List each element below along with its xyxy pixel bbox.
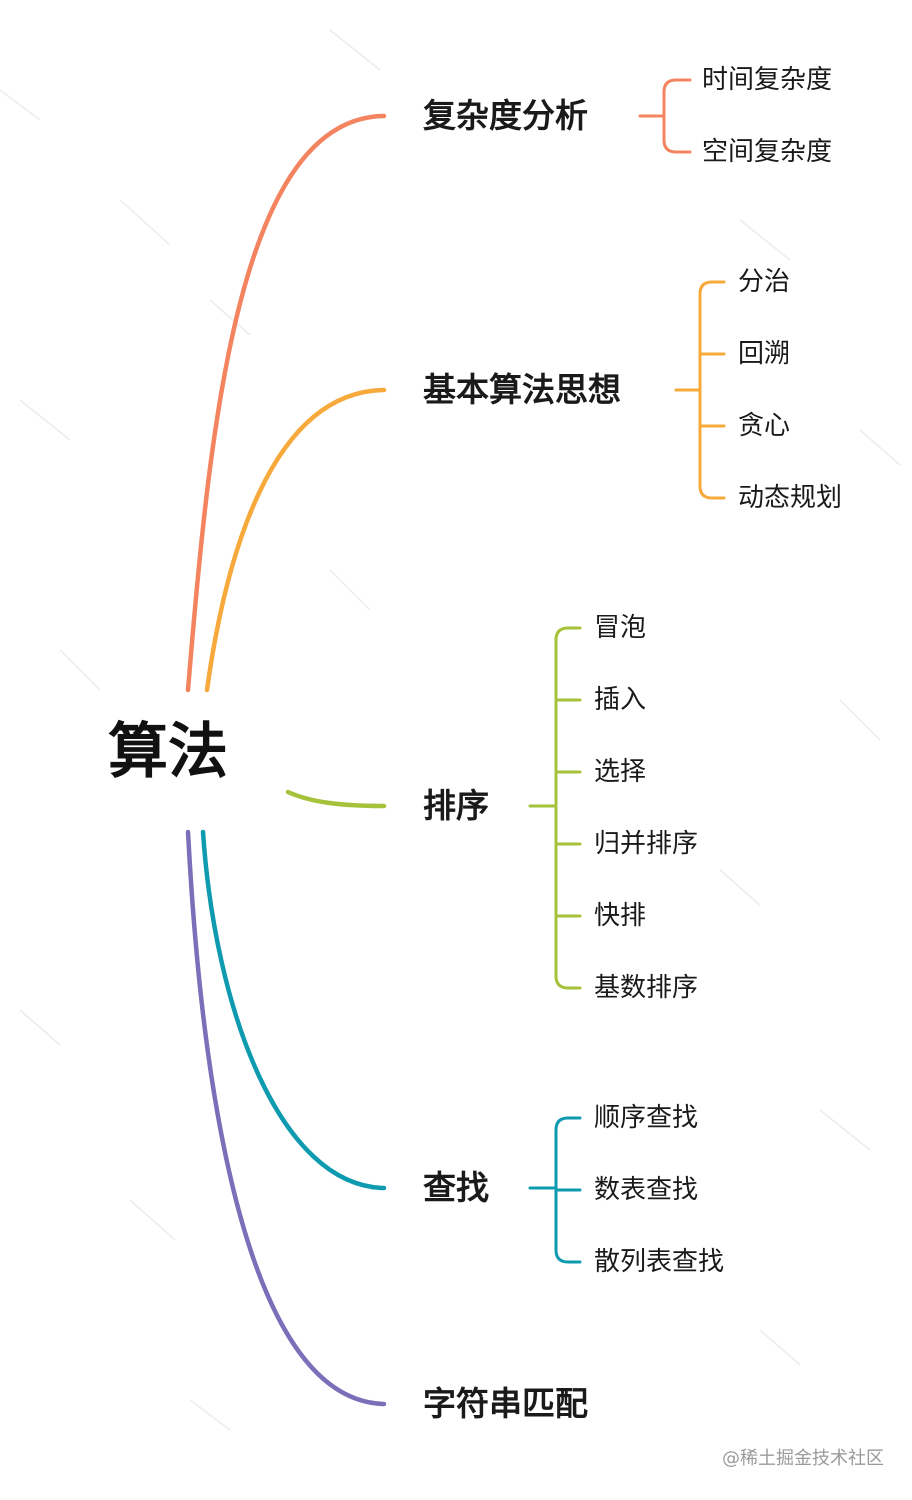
branch-algorithm-ideas[interactable]: 基本算法思想 xyxy=(423,370,621,409)
leaf-sequential-search[interactable]: 顺序查找 xyxy=(594,1103,699,1133)
branch-complexity[interactable]: 复杂度分析 xyxy=(423,96,588,135)
watermark-line xyxy=(59,649,101,691)
branch-sorting[interactable]: 排序 xyxy=(423,786,489,825)
leaf-insertion-sort[interactable]: 插入 xyxy=(594,685,647,715)
branch-search[interactable]: 查找 xyxy=(423,1168,489,1207)
connector-string xyxy=(185,829,387,1407)
bracket-search xyxy=(528,1116,582,1264)
connector-search xyxy=(200,829,387,1191)
watermark-line xyxy=(209,299,251,336)
leaf-selection-sort[interactable]: 选择 xyxy=(594,757,647,787)
watermark-line xyxy=(329,29,381,71)
leaf-tree-search[interactable]: 数表查找 xyxy=(594,1175,699,1205)
watermark-line xyxy=(859,429,901,466)
watermark-line xyxy=(819,1109,871,1151)
leaf-greedy[interactable]: 贪心 xyxy=(738,411,791,441)
watermark-line xyxy=(739,219,791,261)
watermark-line xyxy=(189,1399,231,1431)
root-topic[interactable]: 算法 xyxy=(108,717,228,787)
watermark-line xyxy=(719,869,761,906)
leaf-merge-sort[interactable]: 归并排序 xyxy=(594,829,699,859)
bracket-ideas xyxy=(674,280,726,500)
connector-ideas xyxy=(204,387,387,693)
watermark-text: @稀土掘金技术社区 xyxy=(722,1448,884,1469)
leaf-time-complexity[interactable]: 时间复杂度 xyxy=(702,65,833,95)
connector-sorting xyxy=(285,789,387,809)
leaf-radix-sort[interactable]: 基数排序 xyxy=(594,973,699,1003)
watermark-line xyxy=(129,1199,176,1241)
leaf-backtracking[interactable]: 回溯 xyxy=(738,339,791,369)
watermark-line xyxy=(119,199,171,246)
watermark-line xyxy=(19,1009,61,1046)
leaf-dynamic-programming[interactable]: 动态规划 xyxy=(738,483,843,513)
leaf-bubble-sort[interactable]: 冒泡 xyxy=(594,613,647,643)
watermark-line xyxy=(759,1329,801,1366)
watermark-line xyxy=(839,699,881,741)
connector-complexity xyxy=(185,113,387,693)
bracket-complexity xyxy=(638,78,692,154)
leaf-divide-conquer[interactable]: 分治 xyxy=(738,267,791,297)
leaf-hash-search[interactable]: 散列表查找 xyxy=(594,1247,725,1277)
watermark-line xyxy=(19,399,71,441)
watermark-line xyxy=(0,89,41,121)
background-watermark-lines xyxy=(0,29,901,1431)
branch-string-matching[interactable]: 字符串匹配 xyxy=(423,1384,588,1423)
bracket-sorting xyxy=(528,626,582,990)
watermark-line xyxy=(329,569,371,611)
leaf-quick-sort[interactable]: 快排 xyxy=(594,901,647,931)
leaf-space-complexity[interactable]: 空间复杂度 xyxy=(702,137,833,167)
